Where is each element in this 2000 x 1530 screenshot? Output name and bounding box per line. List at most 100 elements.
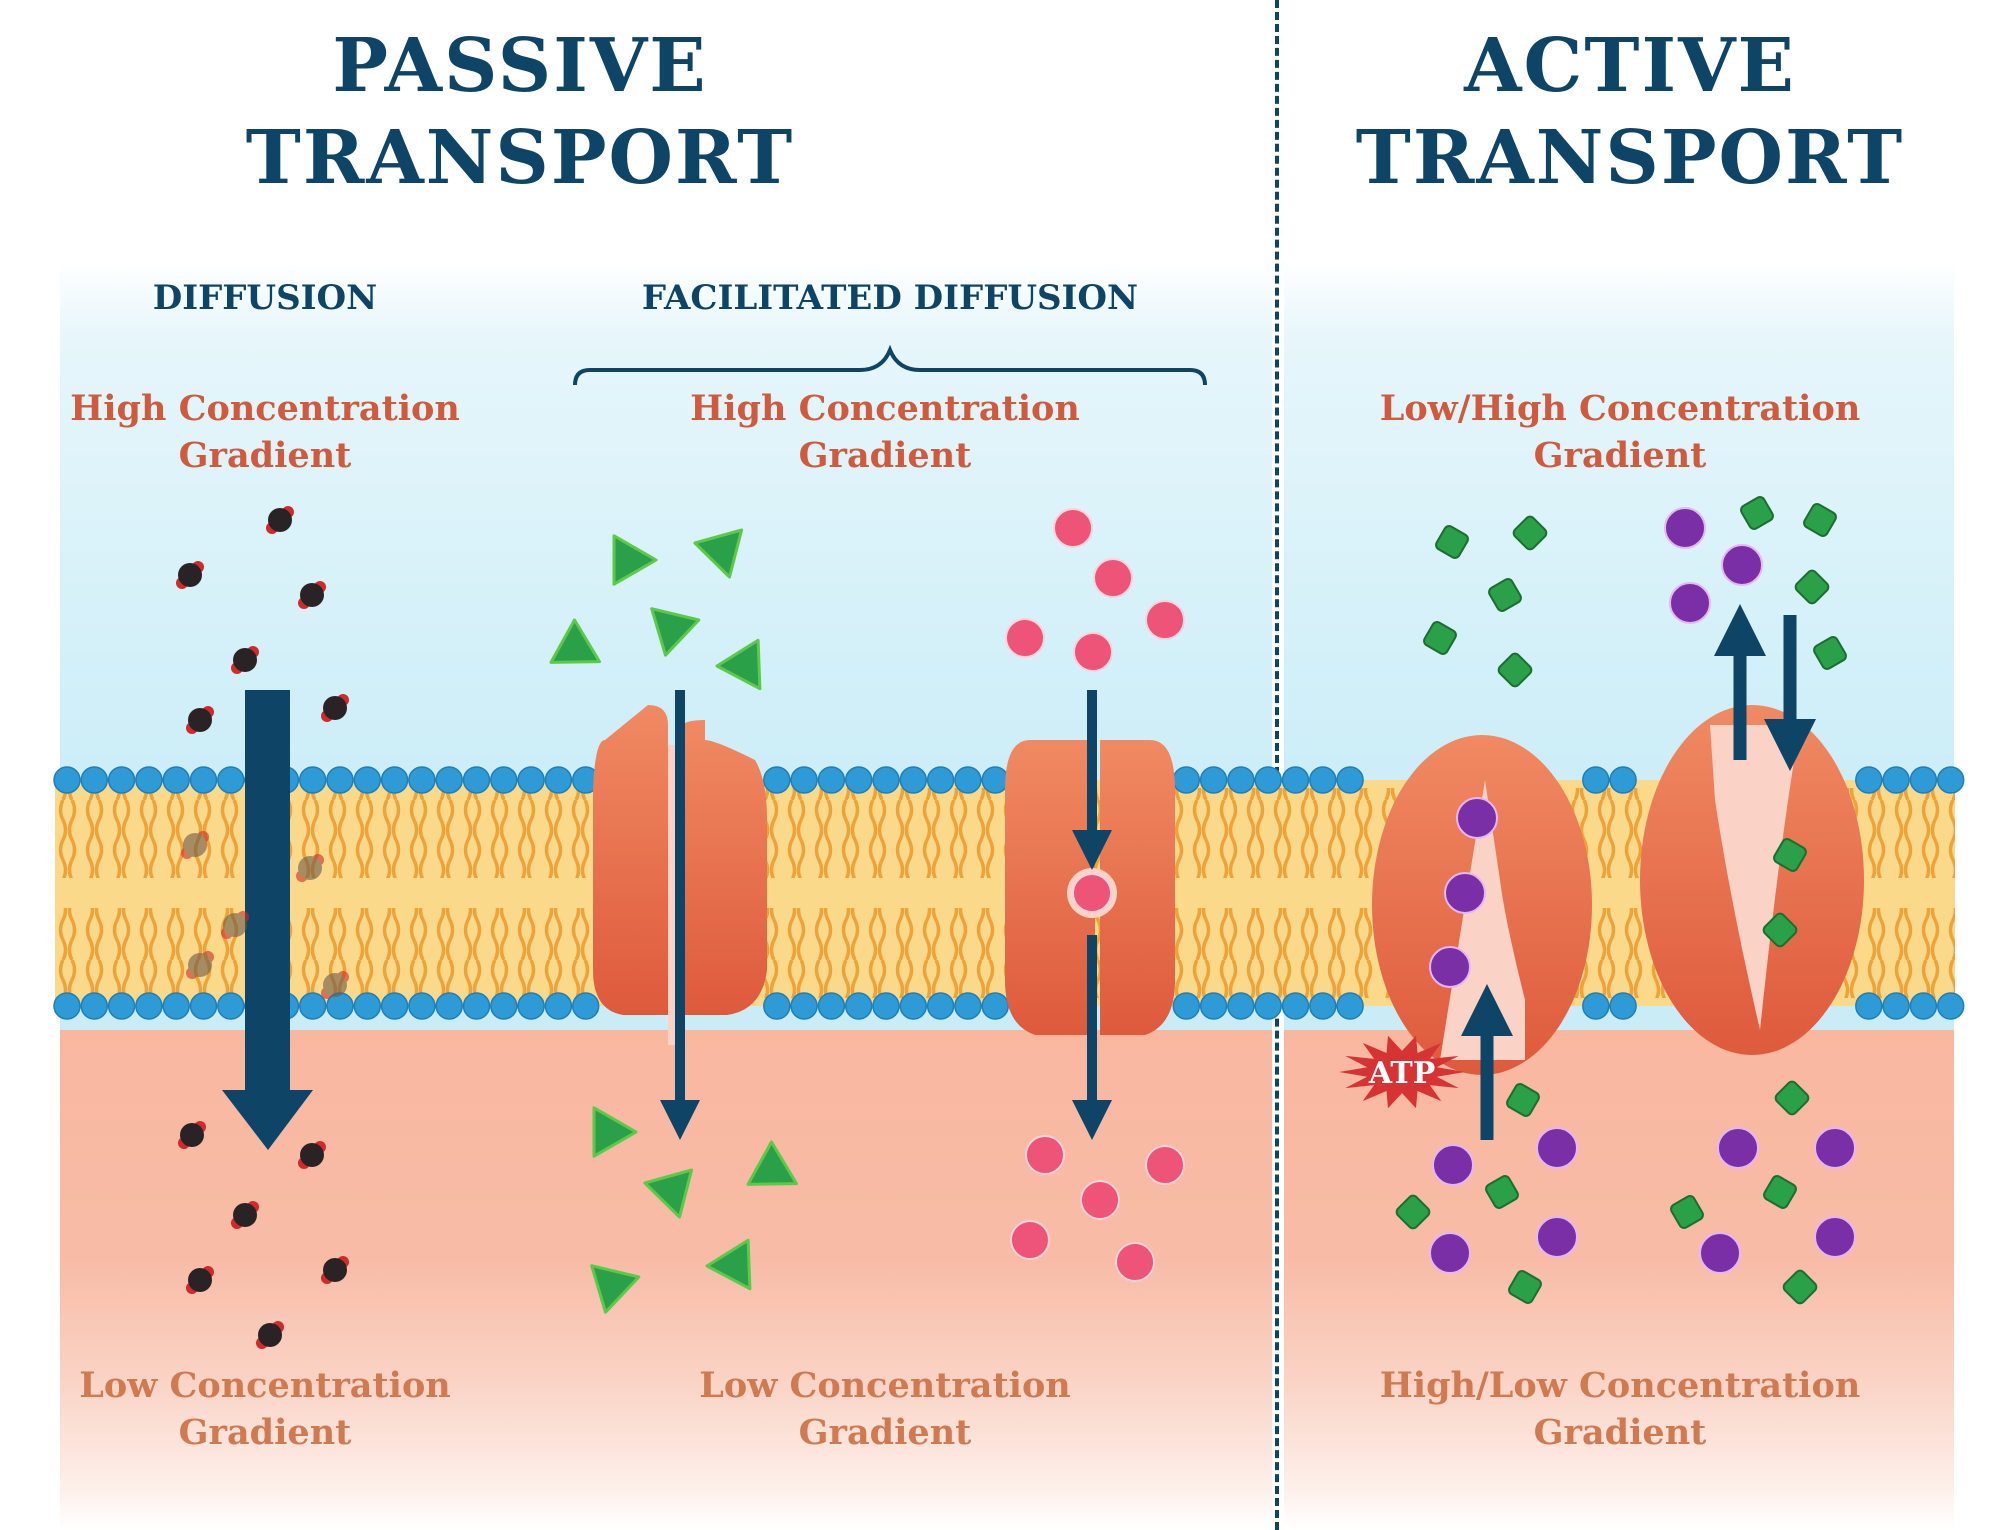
phospholipid-head xyxy=(435,992,463,1020)
phospholipid-head xyxy=(1855,992,1883,1020)
purple-molecule xyxy=(1664,507,1706,549)
molecule-atom-dark xyxy=(188,708,212,732)
green-diamond-molecule xyxy=(1395,1194,1431,1230)
phospholipid-head xyxy=(1281,766,1310,794)
phospholipid-head xyxy=(1936,992,1965,1020)
purple-molecule xyxy=(1669,582,1711,624)
green-diamond-molecule xyxy=(1497,652,1533,688)
pink-molecule xyxy=(1025,1135,1065,1175)
dark-molecule xyxy=(298,581,326,609)
pink-molecule xyxy=(1145,600,1185,640)
phospholipid-head xyxy=(899,992,928,1020)
phospholipid-head xyxy=(1336,992,1364,1020)
phospholipid-head xyxy=(1609,992,1637,1020)
phospholipid-head xyxy=(53,766,81,794)
green-diamond-molecule xyxy=(1782,1269,1818,1305)
phospholipid-head xyxy=(981,992,1009,1020)
phospholipid-head xyxy=(80,992,109,1020)
dark-molecule xyxy=(256,1321,284,1349)
phospholipid-head xyxy=(763,766,791,794)
phospholipid-head xyxy=(1172,766,1201,794)
diffusion-high-label: High Concentration Gradient xyxy=(50,385,480,479)
dark-molecule xyxy=(298,1141,326,1169)
phospholipid-head xyxy=(926,992,955,1020)
phospholipid-head xyxy=(435,766,463,794)
dark-molecule xyxy=(266,506,294,534)
passive-title-line1: PASSIVE xyxy=(332,23,708,109)
phospholipid-head xyxy=(1254,992,1282,1020)
pink-molecule xyxy=(1073,632,1113,672)
diffusion-heading: DIFFUSION xyxy=(152,278,378,318)
purple-molecule xyxy=(1456,797,1498,839)
phospholipid-head xyxy=(817,766,846,794)
phospholipid-head xyxy=(544,992,573,1020)
molecule-atom-dark xyxy=(178,563,202,587)
active-bottom-label: High/Low Concentration Gradient xyxy=(1360,1362,1880,1456)
active-top-label-line2: Gradient xyxy=(1533,435,1707,476)
green-diamond-molecule xyxy=(1803,503,1837,537)
phospholipid-head xyxy=(571,992,600,1020)
molecule-atom-dark xyxy=(300,583,324,607)
phospholipid-head xyxy=(1609,766,1637,794)
green-diamond-molecule xyxy=(1670,1195,1704,1229)
phospholipid-head xyxy=(490,992,518,1020)
phospholipid-head xyxy=(353,992,382,1020)
green-diamond-molecule xyxy=(1813,636,1847,670)
green-triangle-molecule xyxy=(715,638,762,691)
green-triangle-molecule xyxy=(705,1238,752,1291)
phospholipid-head xyxy=(1882,766,1910,794)
active-top-label: Low/High Concentration Gradient xyxy=(1360,385,1880,479)
atp-burst-shape xyxy=(1339,1035,1465,1109)
phospholipid-head xyxy=(1882,992,1910,1020)
phospholipid-head xyxy=(189,992,218,1020)
green-diamond-molecule xyxy=(1488,578,1522,612)
facilitated-low-label: Low Concentration Gradient xyxy=(670,1362,1100,1456)
green-diamond-molecule xyxy=(1740,496,1774,530)
molecule-atom-dark xyxy=(188,953,212,977)
facilitated-high-label: High Concentration Gradient xyxy=(670,385,1100,479)
dark-molecule xyxy=(321,694,349,722)
green-triangle-molecule xyxy=(612,534,658,586)
diffusion-arrow-shaft xyxy=(245,690,290,1110)
phospholipid-head xyxy=(107,766,136,794)
phospholipid-head xyxy=(80,766,109,794)
dark-molecule xyxy=(176,561,204,589)
pink-molecule xyxy=(1080,1180,1120,1220)
dark-molecule xyxy=(321,1256,349,1284)
carrier-protein-right-half xyxy=(1100,740,1175,1035)
dark-molecule xyxy=(186,951,214,979)
diffusion-arrow xyxy=(222,690,313,1150)
active-title: ACTIVE TRANSPORT xyxy=(1280,20,1980,204)
molecule-atom-dark xyxy=(323,1258,347,1282)
phospholipid-head xyxy=(790,992,818,1020)
green-triangle-molecule xyxy=(693,528,744,579)
dark-molecule xyxy=(186,706,214,734)
purple-molecule xyxy=(1814,1127,1856,1169)
green-triangle-molecule xyxy=(650,607,701,657)
phospholipid-head xyxy=(544,766,573,794)
phospholipid-head xyxy=(872,992,900,1020)
facilitated-high-label-line1: High Concentration xyxy=(690,388,1080,429)
facilitated-low-label-line1: Low Concentration xyxy=(699,1365,1071,1406)
phospholipid-head xyxy=(380,992,409,1020)
dark-molecule xyxy=(231,646,259,674)
molecule-atom-dark xyxy=(233,1203,257,1227)
diffusion-low-label-line2: Gradient xyxy=(178,1412,352,1453)
dark-molecule xyxy=(178,1121,206,1149)
pink-molecule xyxy=(1072,873,1112,913)
green-triangle-molecule xyxy=(592,1106,638,1158)
green-diamond-molecule xyxy=(1773,838,1807,872)
phospholipid-head xyxy=(844,766,873,794)
purple-molecule xyxy=(1536,1127,1578,1169)
phospholipid-head xyxy=(1909,992,1938,1020)
channel-protein-1 xyxy=(593,705,767,1045)
purple-molecule xyxy=(1717,1127,1759,1169)
pink-molecule xyxy=(1053,508,1093,548)
phospholipid-head xyxy=(1199,992,1228,1020)
phospholipid-head xyxy=(954,766,982,794)
phospholipid-head xyxy=(872,766,900,794)
active-bottom-label-line1: High/Low Concentration xyxy=(1379,1365,1861,1406)
green-diamond-molecule xyxy=(1512,515,1548,551)
dark-molecule xyxy=(231,1201,259,1229)
phospholipid-head xyxy=(1309,766,1337,794)
